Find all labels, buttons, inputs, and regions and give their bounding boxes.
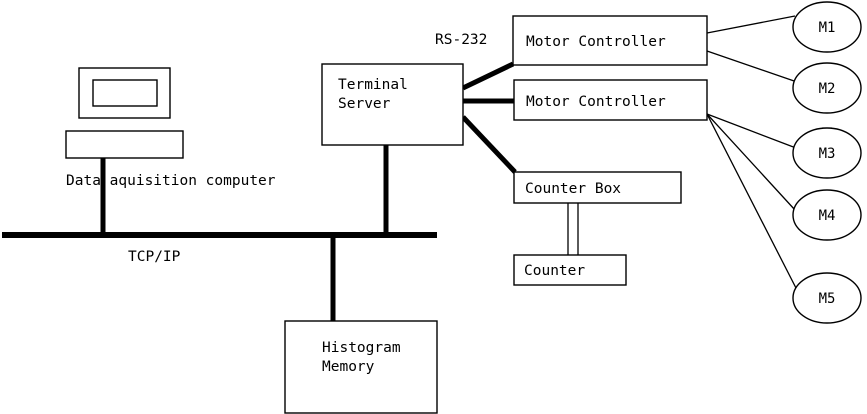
link-controller2-to-m4 [706,113,796,211]
motor-m2-label: M2 [819,81,836,97]
counter-rect [513,254,627,286]
motor-controller-1: Motor Controller [512,15,708,66]
monitor-screen [92,79,158,107]
motor-m2: M2 [792,62,862,114]
rs232-label: RS-232 [435,32,487,48]
counter-box-label: Counter Box [525,181,621,197]
motor-controller-2-label: Motor Controller [526,94,666,110]
motor-controller-2-rect [513,79,708,121]
counter: Counter [513,254,627,286]
motor-m4: M4 [792,189,862,241]
motor-m4-ellipse [792,189,862,241]
link-terminal-to-counter-box [461,115,517,174]
motor-controller-1-rect [512,15,708,66]
link-controller1-to-m1 [706,15,796,34]
motor-m3-label: M3 [819,146,836,162]
histogram-memory-rect [284,320,438,414]
motor-m5-label: M5 [819,291,836,307]
counter-box-rect [513,171,682,204]
histogram-memory-label: Memory [322,359,375,375]
terminal-server-label: Server [338,96,391,112]
data-acquisition-computer-label: Data aquisition computer [66,173,276,189]
link-controller2-to-m5 [706,113,798,291]
motor-controller-2: Motor Controller [513,79,708,121]
link-controller2-to-m3 [706,113,797,149]
motor-m1-ellipse [792,1,862,53]
computer-base [65,130,184,159]
counter-label: Counter [524,263,585,279]
monitor-screen-rect [92,79,158,107]
motor-m1-label: M1 [819,20,836,36]
motor-controller-1-label: Motor Controller [526,34,666,50]
terminal-server-label: Terminal [338,77,408,93]
link-terminal-to-controller-1 [461,61,515,91]
computer-base-rect [65,130,184,159]
motor-m1: M1 [792,1,862,53]
motor-m5-ellipse [792,272,862,324]
link-controller1-to-m2 [706,50,798,83]
motor-m4-label: M4 [819,208,836,224]
motor-m2-ellipse [792,62,862,114]
motor-m3: M3 [792,127,862,179]
connections-layer [100,15,798,322]
motor-m5: M5 [792,272,862,324]
histogram-memory-label: Histogram [322,340,401,356]
tcpip-bus-label: TCP/IP [128,249,181,265]
terminal-server-rect [321,63,464,146]
counter-box: Counter Box [513,171,682,204]
motor-m3-ellipse [792,127,862,179]
